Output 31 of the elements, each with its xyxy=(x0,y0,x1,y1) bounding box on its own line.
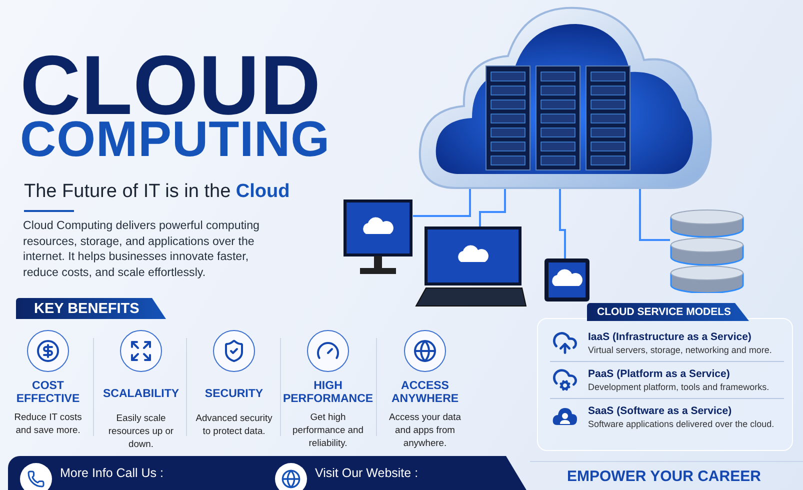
benefit-description: Reduce IT costs and save more. xyxy=(13,410,83,436)
footer-text: More Info Call Us : xyxy=(60,466,164,480)
service-title: SaaS (Software as a Service) xyxy=(588,405,733,417)
footer-text: Visit Our Website : xyxy=(315,466,418,480)
connector-line xyxy=(639,188,670,241)
service-description: Software applications delivered over the cloud. xyxy=(588,419,774,429)
connector-line xyxy=(559,188,566,259)
description: Cloud Computing delivers powerful computing resources, storage, and applications over the internet. It helps businesses innovate faster, reduce costs, and scale effortlessly. xyxy=(23,218,261,280)
service-description: Virtual servers, storage, networking and more. xyxy=(588,345,772,355)
connector-line xyxy=(479,188,506,228)
benefit-title: COST EFFECTIVE xyxy=(15,380,81,406)
benefit-title: SCALABILITY xyxy=(102,388,180,401)
service-description: Development platform, tools and frameworks. xyxy=(588,382,770,392)
connector-line xyxy=(413,188,471,217)
benefit-description: Easily scale resources up or down. xyxy=(107,411,175,450)
subtitle: The Future of IT is in the Cloud xyxy=(24,181,290,203)
benefit-title: HIGH PERFORMANCE xyxy=(282,380,374,406)
benefit-description: Get high performance and reliability. xyxy=(292,410,364,449)
benefit-title: SECURITY xyxy=(204,388,264,401)
benefit-description: Access your data and apps from anywhere. xyxy=(388,410,462,449)
panel-heading: CLOUD SERVICE MODELS xyxy=(587,303,749,321)
benefit-description: Advanced security to protect data. xyxy=(194,411,274,437)
service-title: IaaS (Infrastructure as a Service) xyxy=(588,331,752,343)
service-title: PaaS (Platform as a Service) xyxy=(588,368,731,380)
service-models-panel xyxy=(537,318,793,451)
database-drawing xyxy=(670,207,744,293)
tablet-drawing xyxy=(543,257,591,303)
monitor-drawing xyxy=(343,199,413,277)
tagline: EMPOWER YOUR CAREER xyxy=(567,468,761,485)
benefit-title: ACCESS ANYWHERE xyxy=(390,380,460,406)
section-heading: KEY BENEFITS xyxy=(16,298,166,319)
